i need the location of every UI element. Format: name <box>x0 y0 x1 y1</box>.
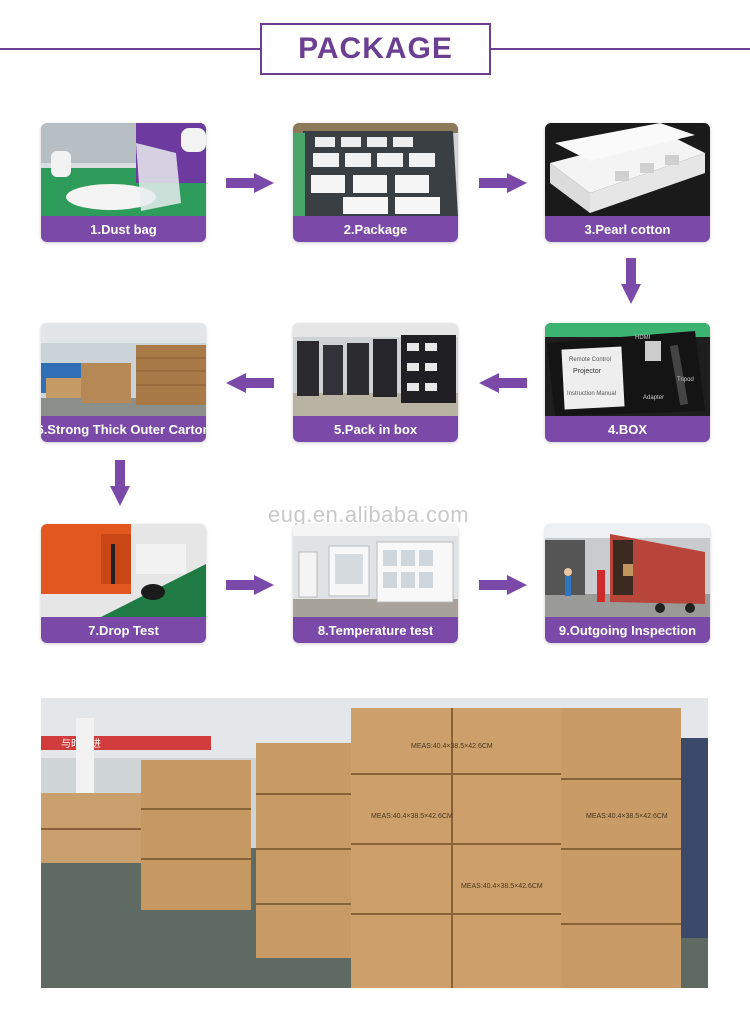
carton-marking: MEAS:40.4×38.5×42.6CM <box>411 743 493 750</box>
step-label: 6.Strong Thick Outer Carton <box>41 416 206 442</box>
drop-test-photo <box>41 524 206 617</box>
carton-marking: MEAS:40.4×38.5×42.6CM <box>461 883 543 890</box>
step-card-box: Remote Control Projector Instruction Man… <box>545 323 710 442</box>
step-label: 4.BOX <box>545 416 710 442</box>
arrow-right-icon <box>479 173 527 193</box>
header-line-right <box>491 48 750 50</box>
step-label: 1.Dust bag <box>41 216 206 242</box>
box-remote-text: Remote Control <box>569 357 611 363</box>
step-label: 8.Temperature test <box>293 617 458 643</box>
carton-marking: MEAS:40.4×38.5×42.6CM <box>371 813 453 820</box>
arrow-right-icon <box>226 173 274 193</box>
box-tripod-text: Tripod <box>677 377 694 383</box>
box-projector-text: Projector <box>573 368 602 375</box>
carton-marking: MEAS:40.4×38.5×42.6CM <box>586 813 668 820</box>
step-card-drop-test: 7.Drop Test <box>41 524 206 643</box>
arrow-down-icon <box>621 258 641 304</box>
dust-bag-photo <box>41 123 206 216</box>
step-label: 7.Drop Test <box>41 617 206 643</box>
arrow-right-icon <box>479 575 527 595</box>
arrow-left-icon <box>226 373 274 393</box>
box-photo: Remote Control Projector Instruction Man… <box>545 323 710 416</box>
warehouse-photo: 与时俱进 MEAS:40.4×38.5×42.6CM MEAS:40.4×38.… <box>41 698 708 988</box>
step-card-outer-carton: 6.Strong Thick Outer Carton <box>41 323 206 442</box>
package-photo <box>293 123 458 216</box>
page-title: PACKAGE <box>298 32 453 65</box>
page-title-box: PACKAGE <box>260 23 491 75</box>
temperature-test-photo <box>293 524 458 617</box>
outgoing-inspection-photo <box>545 524 710 617</box>
box-hdmi-text: HDMI <box>635 335 651 341</box>
watermark: eug.en.alibaba.com <box>268 502 470 527</box>
step-label: 2.Package <box>293 216 458 242</box>
arrow-down-icon <box>110 460 130 506</box>
pearl-cotton-photo <box>545 123 710 216</box>
step-card-package: 2.Package <box>293 123 458 242</box>
step-label: 5.Pack in box <box>293 416 458 442</box>
step-card-pack-in-box: 5.Pack in box <box>293 323 458 442</box>
step-label: 9.Outgoing Inspection <box>545 617 710 643</box>
step-card-dust-bag: 1.Dust bag <box>41 123 206 242</box>
outer-carton-photo <box>41 323 206 416</box>
header-line-left <box>0 48 260 50</box>
step-card-temperature-test: 8.Temperature test <box>293 524 458 643</box>
arrow-left-icon <box>479 373 527 393</box>
step-label: 3.Pearl cotton <box>545 216 710 242</box>
step-card-pearl-cotton: 3.Pearl cotton <box>545 123 710 242</box>
step-card-outgoing-inspection: 9.Outgoing Inspection <box>545 524 710 643</box>
box-manual-text: Instruction Manual <box>567 391 616 397</box>
arrow-right-icon <box>226 575 274 595</box>
box-adapter-text: Adapter <box>643 395 664 401</box>
pack-in-box-photo <box>293 323 458 416</box>
